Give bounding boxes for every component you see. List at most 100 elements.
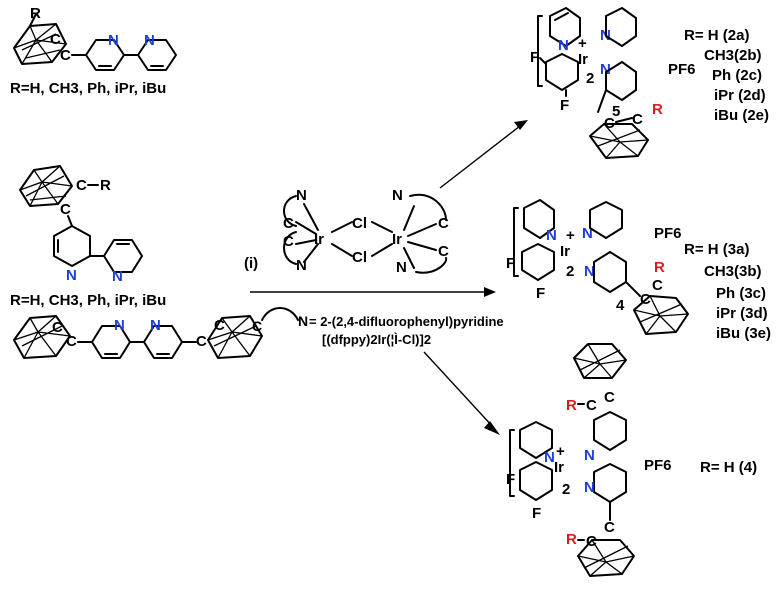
product-complex-2: N F F + Ir 2 N N 5 C C R PF6 <box>530 7 696 159</box>
carborane-cage <box>13 13 67 65</box>
nitrogen-label: N <box>150 317 161 334</box>
fluorine-label: F <box>536 285 545 302</box>
nitrogen-label: N <box>584 447 595 464</box>
substituent-2a: R= H (2a) <box>684 27 749 44</box>
nitrogen-label: N <box>66 267 77 284</box>
chlorine-label: Cl <box>352 215 367 232</box>
cn-ligand-definition: = 2-(2,4-difluorophenyl)pyridine <box>309 314 504 329</box>
nitrogen-label: N <box>114 317 125 334</box>
reaction-arrows <box>250 120 528 435</box>
nitrogen-label: N <box>600 61 611 78</box>
fluorine-label: F <box>560 97 569 114</box>
iridium-label: Ir <box>314 231 324 248</box>
product-complex-4: R C C N N N F F + Ir 2 PF6 C R C <box>506 343 672 577</box>
nitrogen-label: N <box>112 268 123 285</box>
ligand-4-carborane-bipyridine: C R C N N <box>19 165 143 285</box>
subscript-two: 2 <box>562 481 570 498</box>
substituent-2c: Ph (2c) <box>712 67 762 84</box>
nitrogen-label: N <box>144 32 155 49</box>
product-2-substituent-list: R= H (2a) CH3(2b) Ph (2c) iPr (2d) iBu (… <box>684 27 769 124</box>
product-4-substituent-label: R= H (4) <box>700 459 757 476</box>
c-donor-label: C <box>283 233 294 250</box>
position-label: 4 <box>616 297 625 314</box>
substituent-3a: R= H (3a) <box>684 241 749 258</box>
carbon-label: C <box>632 111 643 128</box>
c-donor-label: C <box>438 215 449 232</box>
ligand-5-carborane-bipyridine: R C C N N <box>13 5 177 71</box>
carbon-label: C <box>60 47 71 64</box>
carborane-cage <box>573 343 627 379</box>
r-group-label: R <box>652 101 663 118</box>
substituent-2e: iBu (2e) <box>714 107 769 124</box>
ligand-bis-carborane-bipyridine: C C N N C C <box>13 315 263 359</box>
carborane-cage <box>589 123 649 159</box>
fluorine-label: F <box>530 49 539 66</box>
charge-label: + <box>566 227 575 244</box>
counter-ion-label: PF6 <box>644 457 672 474</box>
c-donor-label: C <box>438 243 449 260</box>
carbon-label: C <box>52 319 63 336</box>
nitrogen-label: N <box>558 37 569 54</box>
r-group-label: R <box>566 397 577 414</box>
fluorine-label: F <box>532 505 541 522</box>
carbon-label: C <box>196 333 207 350</box>
substituent-3d: iPr (3d) <box>716 305 768 322</box>
substituent-2d: iPr (2d) <box>714 87 766 104</box>
r-group-label: R <box>30 5 41 22</box>
charge-label: + <box>556 443 565 460</box>
carbon-label: C <box>586 397 597 414</box>
iridium-chloride-dimer: N C C N Ir Cl Cl Ir N C C N <box>283 187 449 276</box>
iridium-label: Ir <box>554 459 564 476</box>
chlorine-label: Cl <box>352 249 367 266</box>
n-donor-label: N <box>296 257 307 274</box>
iridium-dimer-formula: [(dfppy)2Ir(¦Ì-Cl)]2 <box>322 332 431 347</box>
substituent-3b: CH3(3b) <box>704 263 762 280</box>
product-3-substituent-list: R= H (3a) CH3(3b) Ph (3c) iPr (3d) iBu (… <box>684 241 771 342</box>
carborane-cage <box>577 539 635 577</box>
position-label: 5 <box>612 103 620 120</box>
carbon-label: C <box>50 31 61 48</box>
carborane-cage <box>633 295 689 335</box>
nitrogen-label: N <box>582 225 593 242</box>
n-donor-label: N <box>298 313 308 329</box>
carbon-label: C <box>76 177 87 194</box>
cn-ligand-legend: C N <box>252 307 308 334</box>
iridium-label: Ir <box>578 51 588 68</box>
charge-label: + <box>578 35 587 52</box>
carborane-cage <box>19 165 73 207</box>
carborane-cage <box>13 315 71 359</box>
carbon-label: C <box>604 389 615 406</box>
substituent-3c: Ph (3c) <box>716 285 766 302</box>
counter-ion-label: PF6 <box>654 225 682 242</box>
counter-ion-label: PF6 <box>668 61 696 78</box>
substituent-2b: CH3(2b) <box>704 47 762 64</box>
carborane-cage <box>207 315 263 359</box>
r-group-label: R <box>100 177 111 194</box>
c-donor-label: C <box>252 318 262 334</box>
nitrogen-label: N <box>108 32 119 49</box>
c-donor-label: C <box>283 215 294 232</box>
carbon-label: C <box>652 277 663 294</box>
nitrogen-label: N <box>544 449 555 466</box>
r-group-label: R <box>654 259 665 276</box>
nitrogen-label: N <box>584 263 595 280</box>
carbon-label: C <box>66 333 77 350</box>
iridium-label: Ir <box>392 231 402 248</box>
substituent-3e: iBu (3e) <box>716 325 771 342</box>
carbon-label: C <box>214 317 225 334</box>
ligand-4-substituent-list: R=H, CH3, Ph, iPr, iBu <box>10 292 166 309</box>
fluorine-label: F <box>506 255 515 272</box>
subscript-two: 2 <box>586 70 594 87</box>
n-donor-label: N <box>396 259 407 276</box>
iridium-label: Ir <box>560 243 570 260</box>
subscript-two: 2 <box>566 263 574 280</box>
reaction-step-label: (i) <box>244 255 258 272</box>
r-group-label: R <box>566 531 577 548</box>
carbon-label: C <box>604 519 615 536</box>
nitrogen-label: N <box>546 227 557 244</box>
nitrogen-label: N <box>584 479 595 496</box>
n-donor-label: N <box>392 187 403 204</box>
carbon-label: C <box>60 201 71 218</box>
ligand-5-substituent-list: R=H, CH3, Ph, iPr, iBu <box>10 80 166 97</box>
